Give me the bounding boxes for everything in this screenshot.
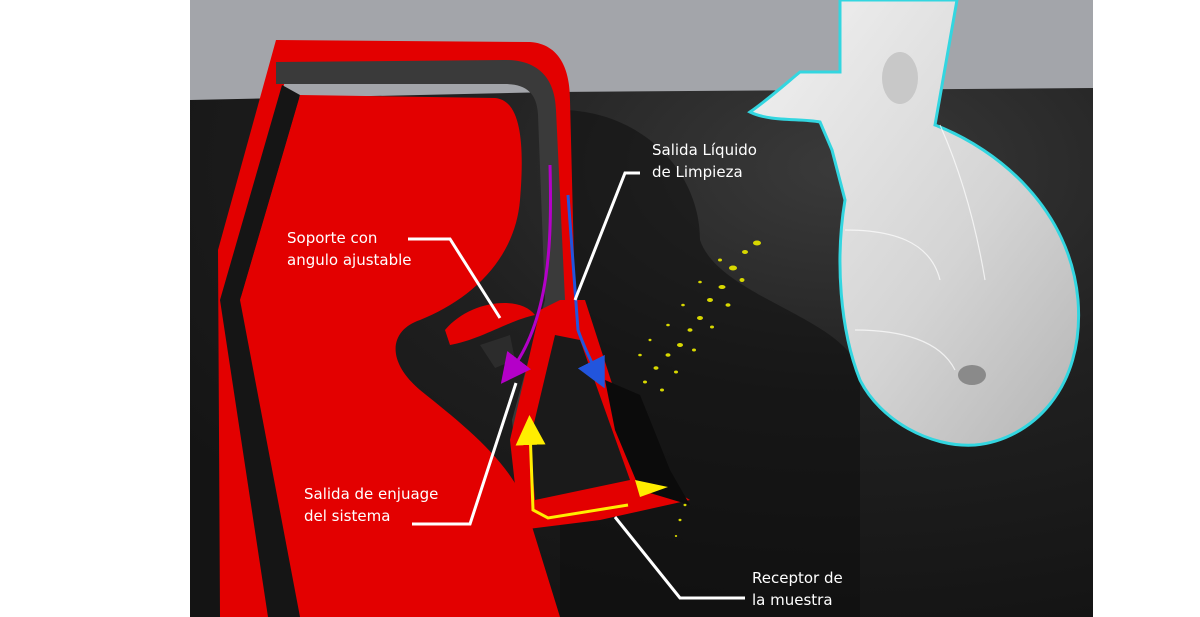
label-receptor-line1: Receptor de [752, 569, 843, 587]
nozzle-facet-line [844, 124, 986, 371]
nozzle-outlet [958, 365, 986, 385]
support-bracket [445, 303, 535, 345]
label-salida-enjuage-line1: Salida de enjuage [304, 485, 439, 503]
label-soporte: Soporte con angulo ajustable [287, 227, 412, 271]
label-salida-liquido: Salida Líquido de Limpieza [652, 139, 757, 183]
blue-flow-arrow [566, 194, 605, 389]
purple-flow-arrow [500, 164, 553, 384]
label-receptor-line2: la muestra [752, 591, 833, 609]
leader-line-soporte [408, 237, 502, 319]
yellow-triangle [635, 480, 668, 497]
label-salida-liquido-line2: de Limpieza [652, 163, 743, 181]
black-rim [220, 85, 300, 617]
label-soporte-line1: Soporte con [287, 229, 378, 247]
label-soporte-line2: angulo ajustable [287, 251, 412, 269]
yellow-flow-arrow [515, 415, 629, 520]
leader-line-salida-enjuage [412, 382, 518, 526]
red-frame-inner [240, 95, 560, 617]
label-receptor: Receptor de la muestra [752, 567, 843, 611]
leader-line-receptor [613, 516, 745, 600]
nozzle-port [882, 52, 918, 104]
receptor-tray [605, 380, 690, 505]
leader-line-salida-liquido [573, 171, 640, 301]
nozzle-body [747, 0, 1081, 447]
label-salida-liquido-line1: Salida Líquido [652, 141, 757, 159]
spray-droplets [638, 240, 761, 537]
receptor-inner-hole [530, 335, 630, 500]
label-salida-enjuage-line2: del sistema [304, 507, 391, 525]
label-salida-enjuage: Salida de enjuage del sistema [304, 483, 438, 527]
